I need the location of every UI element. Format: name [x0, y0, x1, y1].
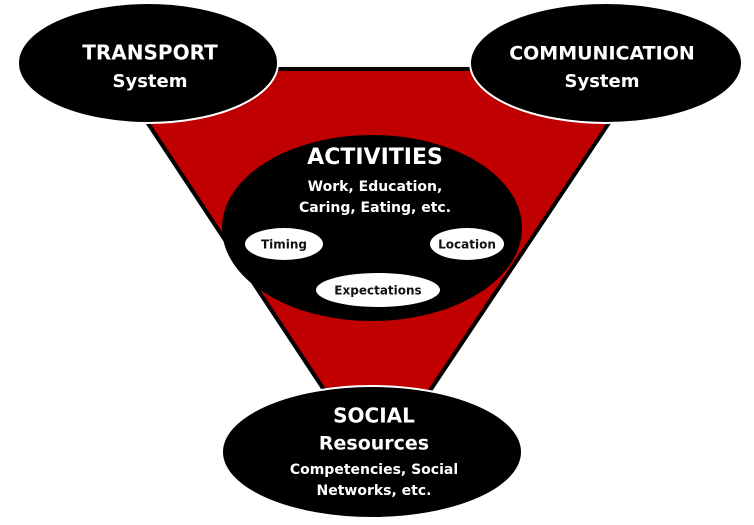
location-pill — [430, 228, 504, 260]
activities-title: ACTIVITIES — [307, 145, 443, 170]
transport-node: TRANSPORT System — [17, 2, 279, 124]
social-ellipse — [221, 385, 523, 519]
communication-node: COMMUNICATION System — [469, 2, 743, 124]
social-line2: Networks, etc. — [316, 483, 431, 499]
transport-subtitle: System — [113, 71, 188, 92]
communication-subtitle: System — [565, 71, 640, 92]
social-node: SOCIAL Resources Competencies, Social Ne… — [221, 385, 523, 519]
communication-ellipse — [469, 2, 743, 124]
activities-ellipse — [222, 135, 522, 321]
expectations-pill — [316, 273, 440, 307]
activities-line2: Caring, Eating, etc. — [299, 200, 451, 216]
timing-factor: Timing — [245, 228, 323, 260]
transport-title: TRANSPORT — [82, 41, 218, 65]
expectations-factor: Expectations — [316, 273, 440, 307]
expectations-label: Expectations — [334, 284, 421, 298]
social-line1: Competencies, Social — [290, 462, 458, 478]
location-factor: Location — [430, 228, 504, 260]
location-label: Location — [438, 238, 496, 252]
activities-node: ACTIVITIES Work, Education, Caring, Eati… — [222, 135, 522, 321]
transport-ellipse — [17, 2, 279, 124]
social-title: SOCIAL — [333, 404, 415, 428]
timing-pill — [245, 228, 323, 260]
social-subtitle: Resources — [319, 433, 429, 455]
timing-label: Timing — [261, 238, 307, 252]
communication-title: COMMUNICATION — [509, 43, 695, 65]
activities-line1: Work, Education, — [308, 179, 443, 195]
